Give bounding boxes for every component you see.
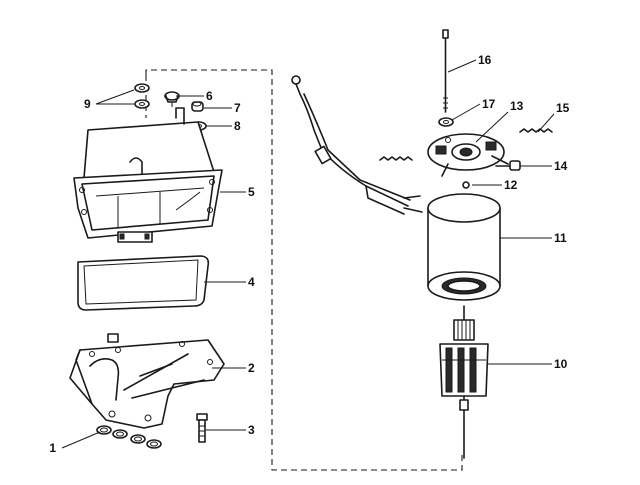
callout-16: 16 — [478, 53, 492, 67]
callout-1: 1 — [49, 441, 56, 455]
callout-8: 8 — [234, 119, 241, 133]
callout-3: 3 — [248, 423, 255, 437]
part-14-wire-terminal — [495, 160, 521, 171]
part-16-through-bolt — [442, 29, 449, 113]
part-10-armature — [439, 305, 489, 459]
part-1-o-rings — [96, 425, 162, 449]
callout-5: 5 — [248, 185, 255, 199]
part-6-cap — [164, 91, 180, 107]
part-3-bolt — [196, 413, 208, 443]
part-7-grommet — [191, 101, 204, 112]
callout-14: 14 — [554, 159, 568, 173]
part-13-brush-plate — [427, 133, 509, 177]
part-2-base-bracket — [69, 333, 225, 429]
callout-4: 4 — [248, 275, 255, 289]
part-15-brush-springs — [379, 128, 553, 161]
callout-labels: 1 2 3 4 5 6 7 8 9 10 11 12 13 14 15 16 1… — [49, 53, 569, 455]
assembly-guide-line — [145, 69, 463, 471]
part-11-motor-frame — [427, 193, 501, 301]
callout-10: 10 — [554, 357, 568, 371]
callout-17: 17 — [482, 97, 496, 111]
part-9-washers — [134, 83, 150, 109]
part-4-gasket — [77, 255, 210, 311]
callout-15: 15 — [556, 101, 570, 115]
wire-harness — [291, 75, 423, 215]
callout-9: 9 — [84, 97, 91, 111]
callout-2: 2 — [248, 361, 255, 375]
callout-6: 6 — [206, 89, 213, 103]
callout-12: 12 — [504, 178, 518, 192]
part-12-ball — [462, 181, 470, 189]
part-5-cover-housing — [73, 107, 223, 243]
callout-11: 11 — [554, 231, 567, 245]
callout-7: 7 — [234, 101, 241, 115]
part-17-washer — [438, 117, 454, 127]
callout-13: 13 — [510, 99, 524, 113]
leader-lines — [61, 59, 555, 449]
